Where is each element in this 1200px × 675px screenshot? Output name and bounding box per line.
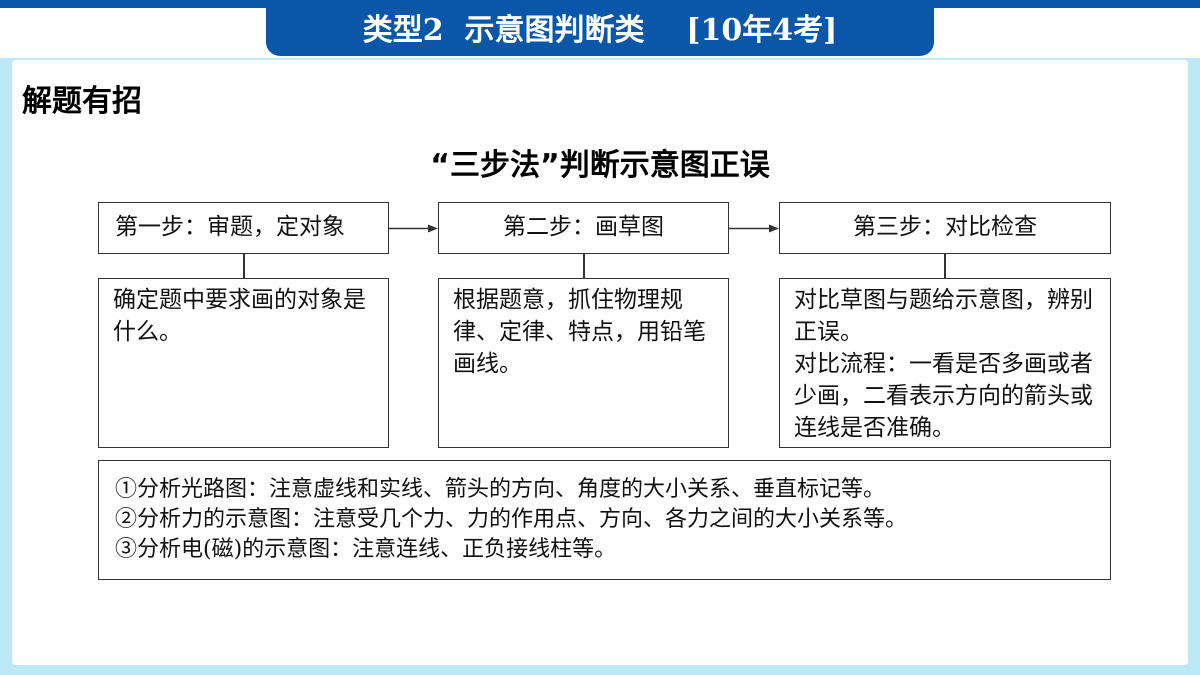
step-1-description: 确定题中要求画的对象是什么。 bbox=[98, 278, 389, 448]
diagram-title: “三步法”判断示意图正误 bbox=[430, 148, 770, 183]
note-circuit-diagram: ③分析电(磁)的示意图：注意连线、正负接线柱等。 bbox=[115, 537, 617, 562]
step-2-text: 根据题意，抓住物理规律、定律、特点，用铅笔画线。 bbox=[453, 287, 706, 377]
connector-3 bbox=[944, 254, 946, 278]
note-light-path: ①分析光路图：注意虚线和实线、箭头的方向、角度的大小关系、垂直标记等。 bbox=[115, 477, 886, 502]
arrow-2-head bbox=[769, 224, 779, 233]
step-3-text-2: 对比流程：一看是否多画或者少画，二看表示方向的箭头或连线是否准确。 bbox=[794, 351, 1093, 441]
note-force-diagram: ②分析力的示意图：注意受几个力、力的作用点、方向、各力之间的大小关系等。 bbox=[115, 507, 908, 532]
step-1-box: 第一步：审题，定对象 bbox=[98, 202, 389, 254]
step-2-description: 根据题意，抓住物理规律、定律、特点，用铅笔画线。 bbox=[438, 278, 729, 448]
connector-2 bbox=[583, 254, 585, 278]
analysis-notes: ①分析光路图：注意虚线和实线、箭头的方向、角度的大小关系、垂直标记等。 ②分析力… bbox=[98, 460, 1111, 580]
step-3-box: 第三步：对比检查 bbox=[779, 202, 1111, 254]
slide-title: 类型2 示意图判断类 [10年4考] bbox=[266, 0, 934, 56]
arrow-1-head bbox=[428, 224, 438, 233]
step-3-description: 对比草图与题给示意图，辨别正误。 对比流程：一看是否多画或者少画，二看表示方向的… bbox=[779, 278, 1111, 448]
connector-1 bbox=[243, 254, 245, 278]
step-1-text: 确定题中要求画的对象是什么。 bbox=[113, 287, 366, 345]
section-heading: 解题有招 bbox=[22, 84, 142, 119]
step-2-box: 第二步：画草图 bbox=[438, 202, 729, 254]
step-3-text-1: 对比草图与题给示意图，辨别正误。 bbox=[794, 287, 1093, 345]
